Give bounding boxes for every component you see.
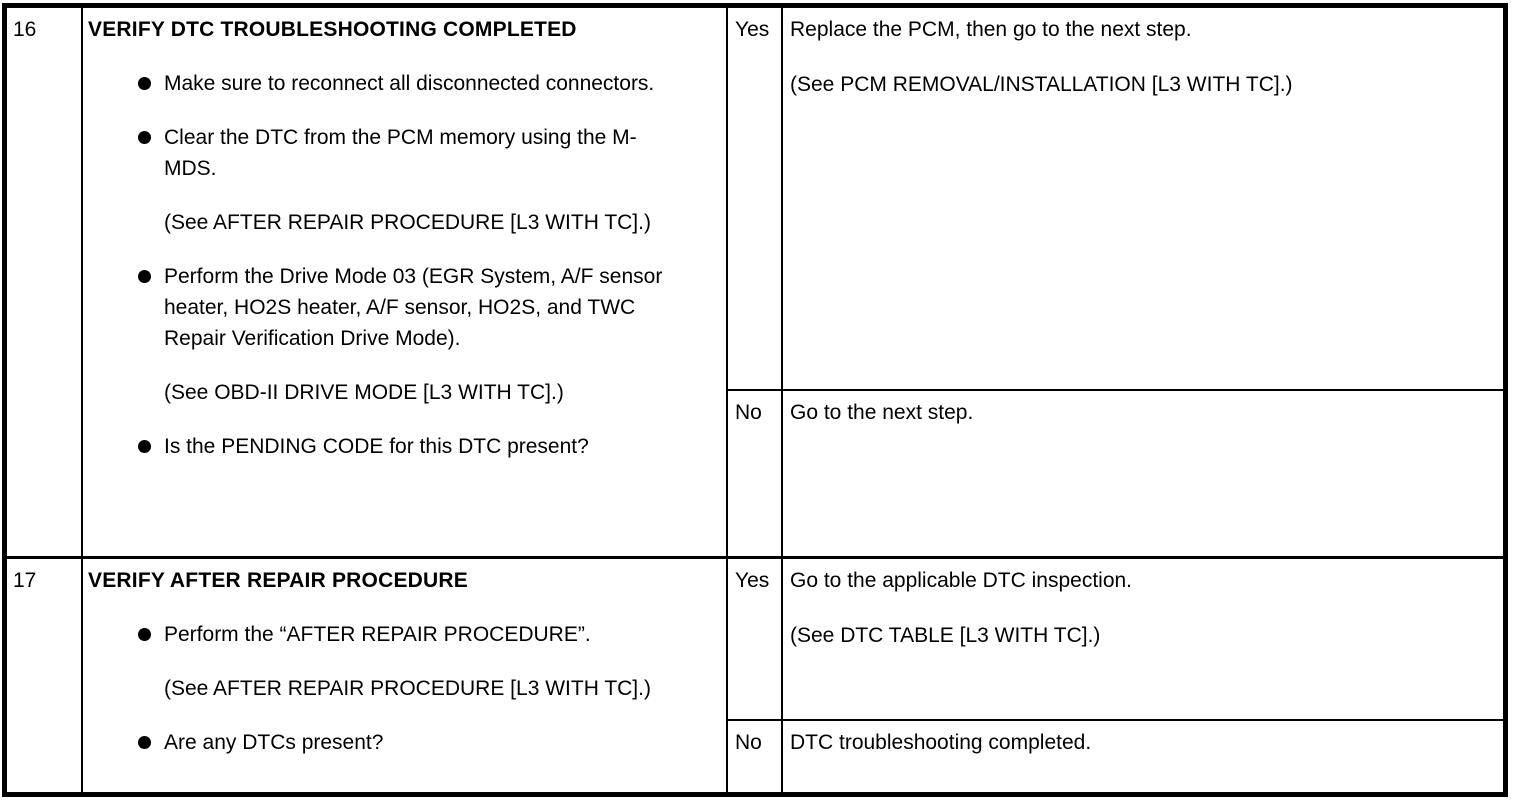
bullet-text: Are any DTCs present?: [164, 731, 384, 754]
bullet-text: Clear the DTC from the PCM memory using …: [164, 126, 637, 180]
bullet-text: Perform the Drive Mode 03 (EGR System, A…: [164, 265, 663, 350]
bullet-note: (See OBD-II DRIVE MODE [L3 WITH TC].): [164, 381, 564, 404]
bullet-note: (See AFTER REPAIR PROCEDURE [L3 WITH TC]…: [164, 211, 651, 234]
result-text: Go to the applicable DTC inspection.: [790, 569, 1133, 592]
no-result-row: No Go to the next step.: [728, 391, 1503, 556]
result-text: Replace the PCM, then go to the next ste…: [790, 18, 1192, 41]
no-flag: No: [728, 391, 783, 556]
bullet-icon: [138, 727, 164, 758]
bullet-icon: [138, 68, 164, 99]
action-bullet: Perform the “AFTER REPAIR PROCEDURE”. (S…: [138, 619, 726, 704]
result-text: Go to the next step.: [790, 401, 974, 424]
bullet-text: Is the PENDING CODE for this DTC present…: [164, 435, 589, 458]
result-note: (See PCM REMOVAL/INSTALLATION [L3 WITH T…: [790, 73, 1293, 96]
results-cell: Yes Go to the applicable DTC inspection.…: [728, 559, 1503, 792]
result-note: (See DTC TABLE [L3 WITH TC].): [790, 624, 1101, 647]
no-flag: No: [728, 721, 783, 792]
step-number: 16: [7, 8, 83, 556]
troubleshooting-table: 16 VERIFY DTC TROUBLESHOOTING COMPLETED …: [2, 3, 1508, 797]
action-title: VERIFY AFTER REPAIR PROCEDURE: [88, 569, 468, 592]
bullet-text: Perform the “AFTER REPAIR PROCEDURE”.: [164, 623, 591, 646]
action-title: VERIFY DTC TROUBLESHOOTING COMPLETED: [88, 18, 577, 41]
yes-result-row: Yes Replace the PCM, then go to the next…: [728, 8, 1503, 391]
bullet-note: (See AFTER REPAIR PROCEDURE [L3 WITH TC]…: [164, 677, 651, 700]
bullet-text: Make sure to reconnect all disconnected …: [164, 72, 655, 95]
table-row-step-16: 16 VERIFY DTC TROUBLESHOOTING COMPLETED …: [7, 8, 1503, 559]
bullet-icon: [138, 122, 164, 238]
bullet-icon: [138, 431, 164, 462]
bullet-icon: [138, 619, 164, 704]
step-number: 17: [7, 559, 83, 792]
yes-result-text-cell: Replace the PCM, then go to the next ste…: [783, 8, 1503, 389]
yes-flag: Yes: [728, 559, 783, 719]
action-cell: VERIFY AFTER REPAIR PROCEDURE Perform th…: [83, 559, 728, 792]
action-cell: VERIFY DTC TROUBLESHOOTING COMPLETED Mak…: [83, 8, 728, 556]
yes-result-row: Yes Go to the applicable DTC inspection.…: [728, 559, 1503, 721]
yes-result-text-cell: Go to the applicable DTC inspection. (Se…: [783, 559, 1503, 719]
no-result-row: No DTC troubleshooting completed.: [728, 721, 1503, 792]
action-bullet: Are any DTCs present?: [138, 727, 726, 758]
action-bullet: Perform the Drive Mode 03 (EGR System, A…: [138, 261, 726, 408]
yes-flag: Yes: [728, 8, 783, 389]
action-bullet: Clear the DTC from the PCM memory using …: [138, 122, 726, 238]
bullet-icon: [138, 261, 164, 408]
action-bullet: Make sure to reconnect all disconnected …: [138, 68, 726, 99]
result-text: DTC troubleshooting completed.: [790, 731, 1092, 754]
table-row-step-17: 17 VERIFY AFTER REPAIR PROCEDURE Perform…: [7, 559, 1503, 792]
action-bullet: Is the PENDING CODE for this DTC present…: [138, 431, 726, 462]
no-result-text-cell: Go to the next step.: [783, 391, 1503, 556]
no-result-text-cell: DTC troubleshooting completed.: [783, 721, 1503, 792]
results-cell: Yes Replace the PCM, then go to the next…: [728, 8, 1503, 556]
